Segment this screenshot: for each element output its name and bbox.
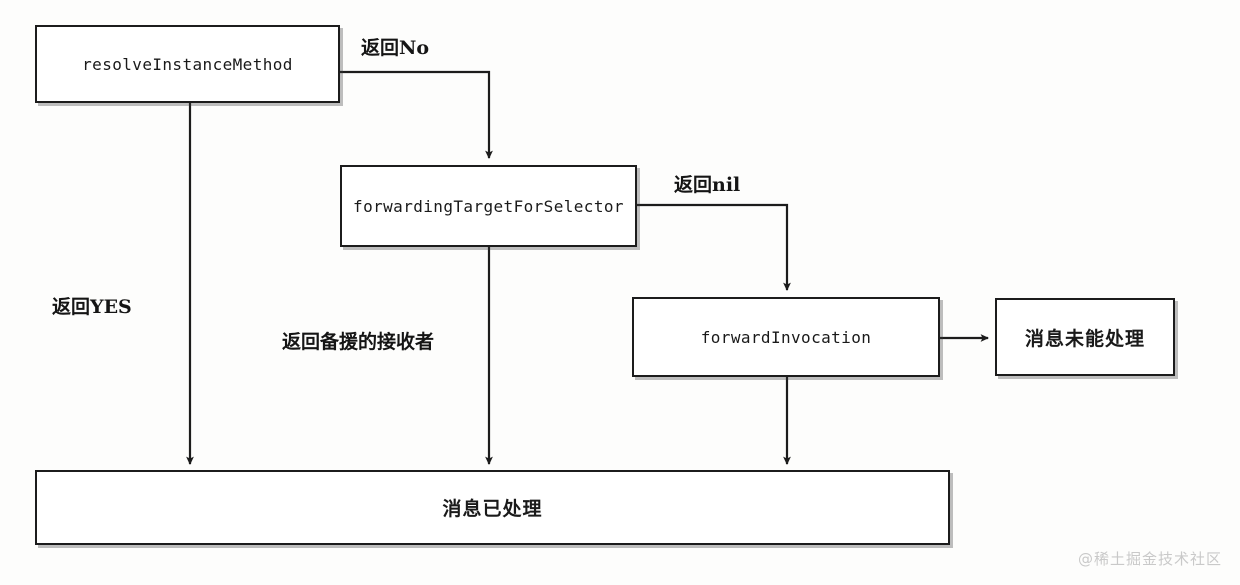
node-resolve-instance-method[interactable]: resolveInstanceMethod (35, 25, 340, 103)
node-label-message-handled: 消息已处理 (442, 498, 543, 520)
node-forward-invocation[interactable]: forwardInvocation (632, 297, 940, 377)
node-label-message-not-handled: 消息未能处理 (1024, 327, 1145, 350)
node-forwarding-target-for-selector[interactable]: forwardingTargetForSelector (340, 165, 637, 247)
node-message-not-handled[interactable]: 消息未能处理 (995, 298, 1175, 376)
node-label-forward-invocation: forwardInvocation (700, 327, 872, 347)
node-message-handled[interactable]: 消息已处理 (35, 470, 950, 545)
edge-resolve-to-forwarding-target (340, 70, 493, 159)
watermark: @稀土掘金技术社区 (1077, 550, 1222, 568)
edge-label-return-nil: 返回nil (674, 174, 741, 196)
node-label-resolve-instance-method: resolveInstanceMethod (82, 54, 293, 74)
edge-label-return-yes: 返回YES (52, 296, 132, 318)
edge-forwarding-target-to-forward-invocation (637, 203, 791, 291)
node-label-forwarding-target-for-selector: forwardingTargetForSelector (353, 196, 624, 216)
edge-label-return-backup-receiver: 返回备援的接收者 (282, 331, 435, 353)
edge-label-return-no: 返回No (361, 37, 430, 59)
